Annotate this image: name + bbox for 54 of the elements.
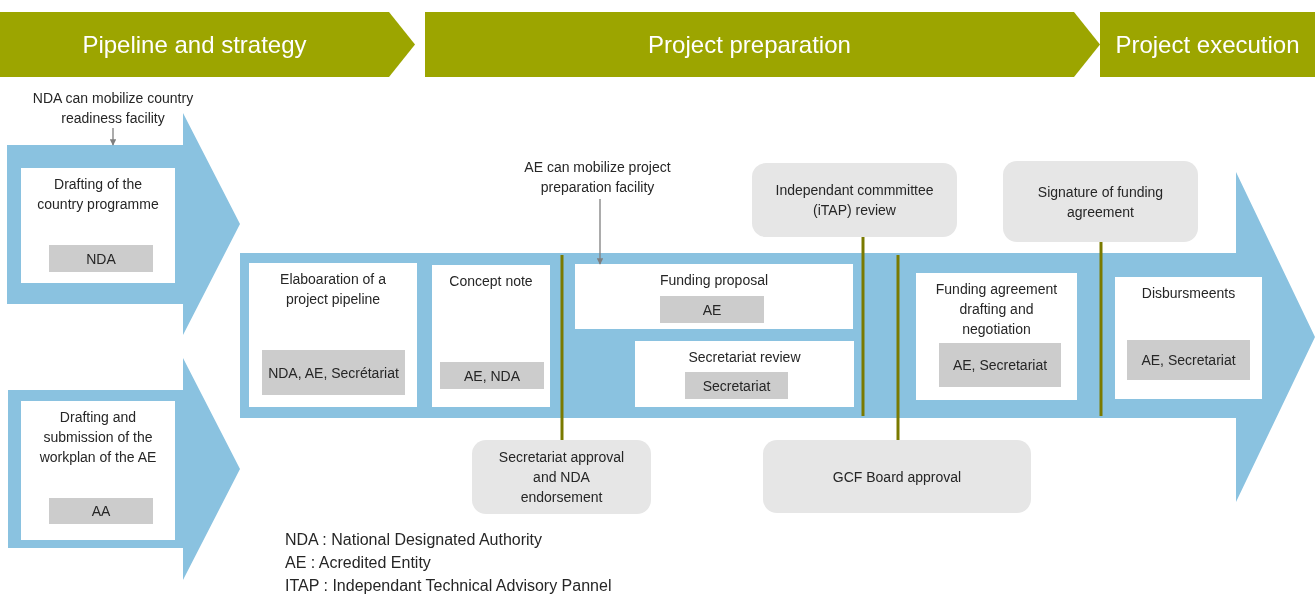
legend-note: AE : Acredited Entity — [285, 554, 431, 572]
note-text: NDA can mobilize country readiness facility — [31, 89, 195, 128]
step-box — [432, 265, 550, 407]
role-tag — [939, 343, 1061, 387]
role-tag — [685, 372, 788, 399]
phase-title: Pipeline and strategy — [82, 29, 307, 60]
step-box — [1115, 277, 1262, 399]
step-box — [575, 264, 853, 329]
connector-line — [1099, 242, 1103, 416]
connector-line — [896, 255, 900, 440]
role-label: AE — [702, 300, 722, 320]
step-box — [21, 401, 175, 540]
role-label: Secretariat — [702, 376, 771, 396]
role-label: NDA, AE, Secrétariat — [268, 363, 399, 383]
milestone-callout — [763, 440, 1031, 513]
phase-title: Project execution — [1115, 29, 1300, 60]
step-title: Funding agreement drafting and negotiation — [934, 280, 1059, 339]
milestone-callout — [752, 163, 957, 237]
role-label: AA — [91, 502, 111, 521]
role-label: AE, Secretariat — [1141, 351, 1236, 370]
arrow — [596, 198, 604, 265]
milestone-text: Signature of funding agreement — [1036, 182, 1165, 222]
legend-note: NDA : National Designated Authority — [285, 531, 543, 549]
note-text: AE can mobilize project preparation facility — [523, 158, 672, 197]
milestone-text: Independant commmittee (iTAP) review — [774, 181, 935, 220]
milestone-callout — [1003, 161, 1198, 242]
milestone-text: GCF Board approval — [832, 467, 962, 487]
step-title: Concept note — [448, 272, 534, 291]
role-tag — [1127, 340, 1250, 380]
legend-note: ITAP : Independant Technical Advisory Pannel — [285, 577, 612, 595]
arrow — [109, 127, 117, 146]
step-box — [916, 273, 1077, 400]
role-tag — [49, 245, 153, 272]
step-title: Funding proposal — [658, 271, 770, 290]
step-box — [249, 263, 417, 407]
step-title: Secretariat review — [687, 348, 802, 367]
role-label: AE, Secretariat — [952, 356, 1048, 375]
step-title: Disbursmeents — [1140, 284, 1237, 303]
step-title: Drafting of the country programme — [36, 175, 160, 214]
milestone-text: Secretariat approval and NDA endorsement — [497, 448, 626, 507]
connector-line — [861, 237, 865, 416]
role-tag — [262, 350, 405, 395]
step-box — [635, 341, 854, 407]
phase-title: Project preparation — [648, 29, 851, 60]
role-tag — [49, 498, 153, 524]
role-tag — [660, 296, 764, 323]
role-tag — [440, 362, 544, 389]
milestone-callout — [472, 440, 651, 514]
step-box — [21, 168, 175, 283]
role-label: NDA — [86, 249, 116, 269]
role-label: AE, NDA — [464, 366, 520, 386]
step-title: Drafting and submission of the workplan of the AE — [38, 408, 158, 467]
connector-line — [560, 255, 564, 440]
step-title: Elaboaration of a project pipeline — [279, 270, 387, 309]
